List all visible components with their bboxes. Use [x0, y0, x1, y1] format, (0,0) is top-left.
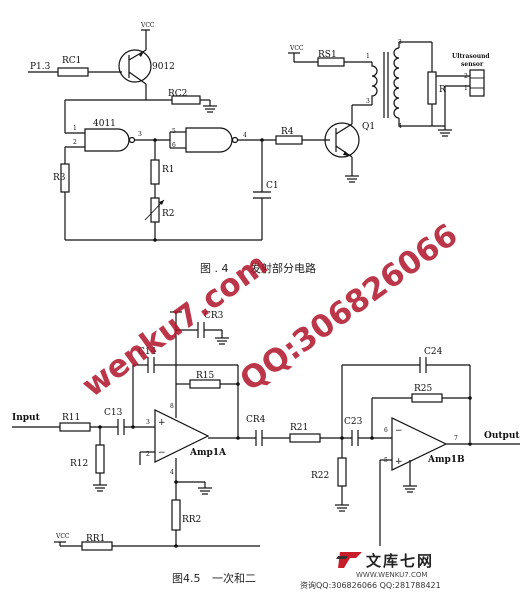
svg-text:4: 4 — [170, 469, 174, 476]
r2-label: R2 — [162, 209, 175, 219]
r22-resistor — [337, 457, 347, 487]
c14-label: C14 — [138, 347, 157, 357]
svg-text:+: + — [158, 418, 166, 428]
footer-logo-url: WWW.WENKU7.COM — [356, 571, 427, 579]
figure2-caption-title: 一次和二 — [212, 571, 256, 585]
footer-logo — [336, 552, 362, 568]
rr2-label: RR2 — [182, 515, 201, 525]
r21-label: R21 — [290, 423, 308, 433]
svg-text:−: − — [395, 426, 403, 436]
footer-logo-text: 文库七网 — [366, 552, 434, 570]
svg-text:1: 1 — [73, 125, 77, 132]
svg-text:1: 1 — [366, 53, 370, 60]
r11-label: R11 — [62, 413, 80, 423]
r11-resistor — [59, 422, 91, 432]
transistor-9012 — [118, 49, 152, 85]
figure1-caption-title: 发射部分电路 — [250, 261, 316, 275]
r3-label: R3 — [53, 173, 66, 183]
figure1-caption-number: 图 . 4 — [200, 262, 229, 275]
c13-label: C13 — [104, 408, 123, 418]
gate-4011-label: 4011 — [93, 119, 116, 129]
nand-gate-2 — [185, 127, 239, 153]
svg-text:2: 2 — [146, 451, 150, 458]
r4-label: R4 — [281, 127, 294, 137]
r25-resistor — [411, 393, 443, 403]
r-transformer-resistor — [427, 71, 437, 105]
rc1-resistor — [57, 67, 89, 77]
c23-label: C23 — [344, 417, 363, 427]
ultrasound-sensor-connector — [469, 69, 485, 97]
figure2-caption-number: 图4.5 — [172, 572, 201, 585]
figure-transmitter-circuit: VCC P1.3 RC1 9012 RC2 4011 — [28, 22, 490, 275]
r12-label: R12 — [70, 459, 88, 469]
cr4-label: CR4 — [246, 415, 266, 425]
q1-label: Q1 — [362, 122, 375, 132]
transformer — [371, 47, 400, 119]
r15-label: R15 — [196, 371, 215, 381]
r25-label: R25 — [414, 384, 433, 394]
rc2-label: RC2 — [168, 89, 187, 99]
svg-text:4: 4 — [243, 132, 247, 139]
watermark-qq: QQ:306826066 — [234, 217, 465, 398]
c24-label: C24 — [424, 347, 443, 357]
r15-resistor — [189, 379, 221, 389]
ultrasound-label: Ultrasound — [452, 53, 490, 60]
rr1-label: RR1 — [86, 534, 105, 544]
opamp-amp1a: + − — [154, 409, 210, 463]
svg-text:8: 8 — [170, 403, 174, 410]
rr2-resistor — [171, 499, 181, 531]
output-label: Output — [484, 431, 520, 441]
svg-text:2: 2 — [73, 139, 77, 146]
r1-resistor — [150, 159, 160, 185]
svg-text:−: − — [158, 448, 166, 458]
svg-text:3: 3 — [146, 419, 150, 426]
vcc-label: VCC — [55, 533, 70, 540]
figure-amplifier-circuit: Input R11 R12 C13 C14 + − A — [12, 311, 520, 585]
transistor-q1 — [324, 122, 360, 158]
nand-gate-1 — [84, 128, 136, 152]
r22-label: R22 — [311, 471, 329, 481]
svg-text:+: + — [395, 457, 403, 467]
p13-label: P1.3 — [30, 62, 51, 72]
rs1-label: RS1 — [318, 50, 337, 60]
amp1a-label: Amp1A — [189, 448, 227, 458]
footer-contact: 资询QQ:306826066 QQ:281788421 — [300, 580, 441, 590]
rc1-label: RC1 — [62, 56, 81, 66]
vcc-rs1-label: VCC — [289, 45, 304, 52]
svg-text:6: 6 — [384, 427, 388, 434]
amp1b-label: Amp1B — [427, 455, 465, 465]
svg-text:1: 1 — [464, 85, 468, 92]
input-label: Input — [12, 413, 41, 423]
transistor-9012-label: 9012 — [152, 62, 175, 72]
c1-label: C1 — [266, 181, 279, 191]
r21-resistor — [289, 433, 321, 443]
r12-resistor — [95, 444, 105, 474]
cr3-label: CR3 — [204, 311, 224, 321]
svg-text:7: 7 — [454, 435, 458, 442]
r1-label: R1 — [162, 165, 175, 175]
svg-text:3: 3 — [366, 98, 370, 105]
r-transformer-label: R — [439, 85, 446, 95]
opamp-amp1b: − + — [391, 417, 448, 471]
svg-text:3: 3 — [138, 131, 142, 138]
sensor-label: sensor — [461, 61, 484, 68]
svg-text:6: 6 — [172, 142, 176, 149]
vcc-top-label: VCC — [140, 22, 155, 29]
r4-resistor — [275, 135, 303, 145]
